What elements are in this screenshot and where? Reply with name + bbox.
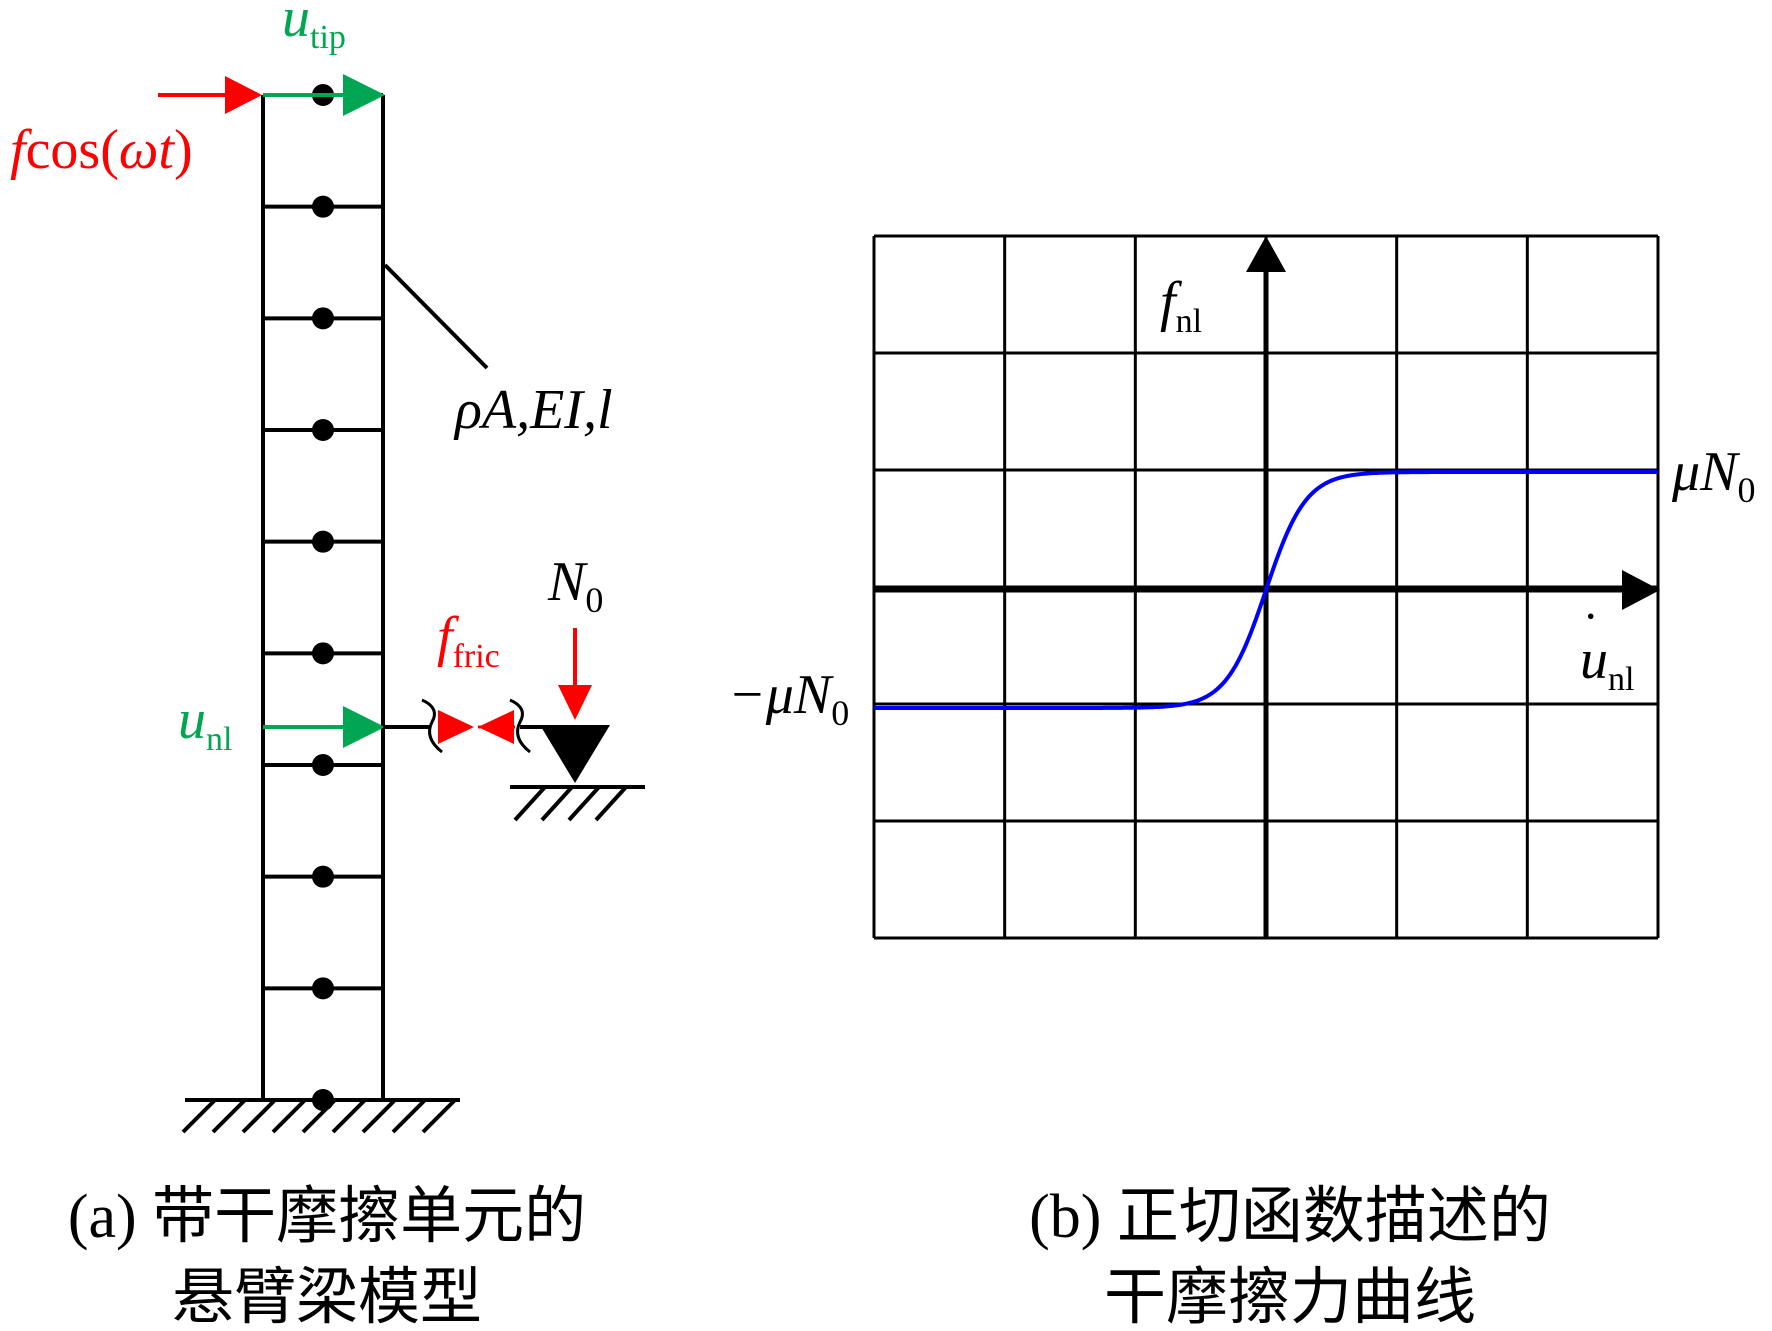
y-axis-label: fnl xyxy=(1160,271,1202,340)
y-axis-arrow xyxy=(1246,236,1286,272)
caption-b-line1: (b) 正切函数描述的 xyxy=(1029,1183,1551,1251)
normal-load-arrow xyxy=(558,628,592,720)
x-axis-label-dot: ˙ xyxy=(1582,603,1599,660)
caption-a-line2: 悬臂梁模型 xyxy=(172,1264,482,1331)
force-label: fcos(ωt) xyxy=(10,119,193,181)
beam-node xyxy=(312,307,334,330)
friction-element xyxy=(383,698,548,754)
panel-b: fnl unl ˙ μN0 −μN0 (b) 正切函数描述的 干摩擦力曲线 xyxy=(728,234,1755,1331)
upper-level-label: μN0 xyxy=(1671,441,1755,510)
property-leader-line xyxy=(383,263,489,370)
beam-properties-label: ρA,EI,l xyxy=(453,379,613,441)
contact-support xyxy=(510,725,645,822)
beam-elements xyxy=(263,84,383,1111)
u-nl-label: unl xyxy=(178,689,232,758)
panel-a: fcos(ωt) utip ρA,EI,l unl xyxy=(10,0,645,1331)
beam-node xyxy=(312,419,334,441)
beam-node xyxy=(312,530,334,553)
beam-node xyxy=(312,642,334,665)
friction-curve xyxy=(874,470,1658,710)
beam-node xyxy=(312,865,334,888)
beam-node xyxy=(312,977,334,1000)
f-fric-label: ffric xyxy=(437,606,500,675)
beam-node xyxy=(312,754,334,776)
fixed-support xyxy=(181,1098,460,1134)
N0-label: N0 xyxy=(547,551,603,620)
nl-displacement-arrow xyxy=(263,706,385,748)
lower-level-label: −μN0 xyxy=(728,664,849,733)
u-tip-label: utip xyxy=(282,0,346,56)
tip-displacement-arrow xyxy=(263,74,385,116)
x-axis-label: unl xyxy=(1580,629,1634,698)
beam-node xyxy=(312,195,334,218)
caption-b-line2: 干摩擦力曲线 xyxy=(1104,1264,1476,1331)
x-axis-arrow xyxy=(1622,570,1660,610)
caption-a-line1: (a) 带干摩擦单元的 xyxy=(68,1183,586,1251)
tip-force-arrow xyxy=(158,76,262,114)
